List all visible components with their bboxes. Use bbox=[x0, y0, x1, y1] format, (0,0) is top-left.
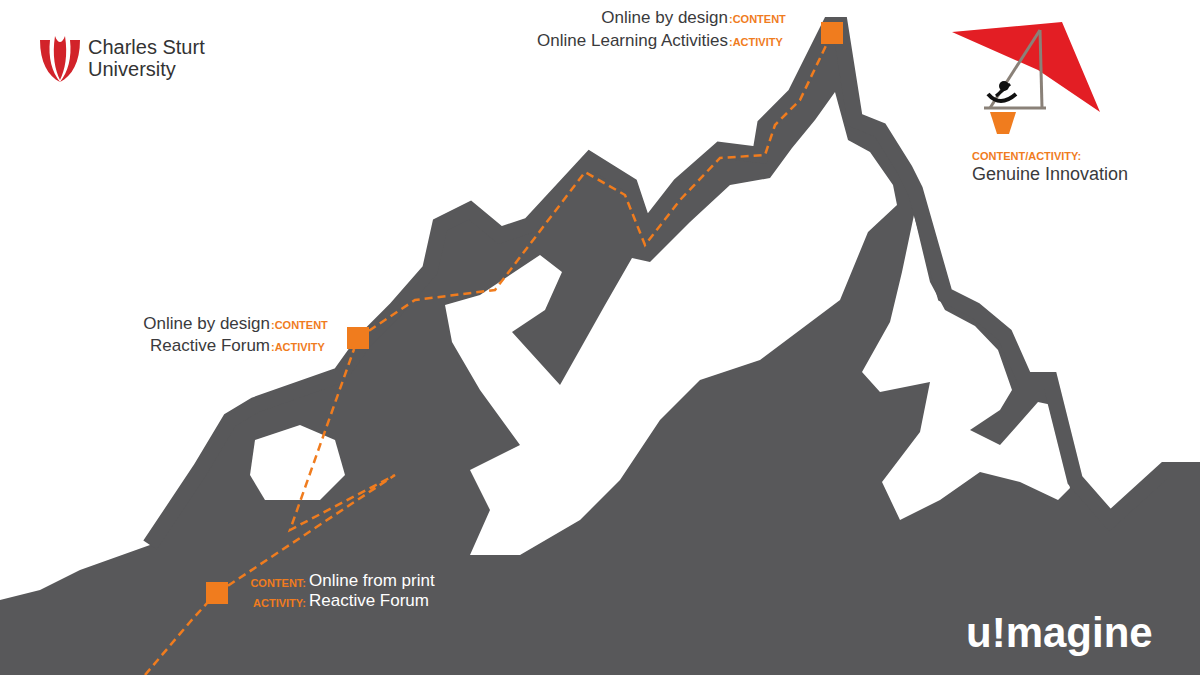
milestone-square: CONTENT:Online from printACTIVITY:Reacti… bbox=[206, 582, 228, 604]
category-tag: CONTENT: bbox=[250, 577, 306, 590]
snow-field bbox=[445, 92, 897, 555]
trail-start bbox=[145, 602, 208, 675]
milestone-label: Reactive Forum bbox=[309, 591, 429, 611]
mountain-silhouette bbox=[0, 25, 1200, 675]
category-tag: :ACTIVITY bbox=[271, 341, 325, 354]
trail-path bbox=[369, 44, 827, 331]
hang-glider bbox=[952, 22, 1100, 134]
milestone-label: Online Learning Activities bbox=[537, 31, 728, 51]
trail-path bbox=[228, 349, 395, 586]
tag-label: CONTENT/ACTIVITY: bbox=[972, 150, 1081, 163]
category-tag: :CONTENT bbox=[271, 319, 328, 332]
milestone-square: Online by design:CONTENTReactive Forum:A… bbox=[347, 327, 369, 349]
innovation-label: Genuine Innovation bbox=[972, 164, 1128, 185]
milestone-label: Online from print bbox=[309, 571, 435, 591]
brand-wordmark: u!magine bbox=[966, 610, 1153, 656]
university-logo bbox=[40, 36, 80, 82]
category-tag: :ACTIVITY bbox=[729, 36, 783, 49]
mountain-ridge bbox=[150, 25, 1200, 545]
snow-hole bbox=[250, 425, 345, 500]
category-tag: ACTIVITY: bbox=[253, 597, 306, 610]
category-tag: :CONTENT bbox=[729, 13, 786, 26]
milestone-label: Online by design bbox=[143, 314, 270, 334]
snow-field bbox=[862, 215, 1070, 520]
milestone-square: Online by design:CONTENTOnline Learning … bbox=[821, 22, 843, 44]
university-name: Charles Sturt University bbox=[88, 36, 228, 80]
milestone-label: Reactive Forum bbox=[150, 336, 270, 356]
milestone-label: Online by design bbox=[601, 8, 728, 28]
